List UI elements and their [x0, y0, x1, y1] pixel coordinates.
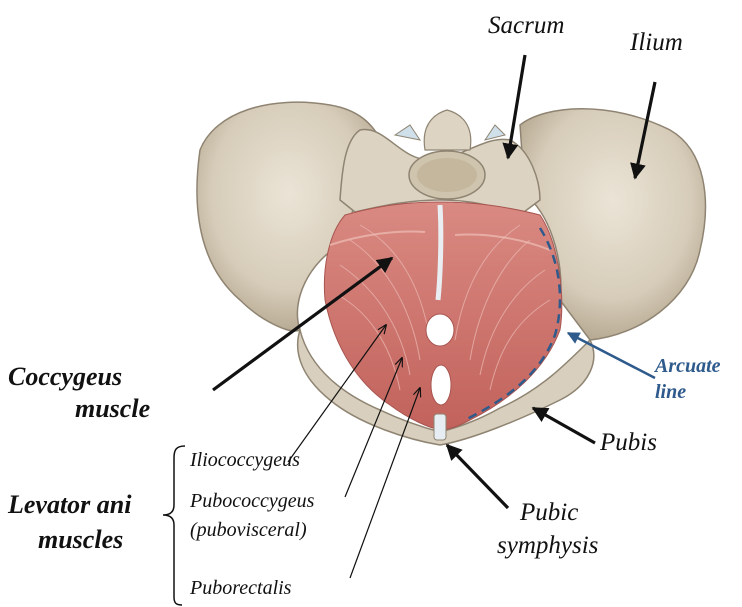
pubic-symphysis-arrow: [447, 445, 508, 508]
coccygeus-label-line1: Coccygeus: [8, 362, 122, 391]
vaginal-opening: [431, 365, 451, 405]
pubococcygeus-label-line2: (pubovisceral): [190, 519, 307, 541]
coccygeus-label-line2: muscle: [75, 394, 150, 423]
levator-label-line1: Levator ani: [7, 490, 132, 519]
puborectalis-label: Puborectalis: [189, 577, 292, 599]
pubic-symphysis: [434, 414, 446, 440]
urethral-opening: [426, 314, 454, 346]
pubic-symphysis-label-line2: symphysis: [497, 532, 598, 559]
levator-label-line2: muscles: [38, 525, 123, 554]
ilium-label: Ilium: [629, 29, 683, 56]
sacrum-label: Sacrum: [488, 12, 564, 39]
pubic-symphysis-label-line1: Pubic: [519, 499, 578, 526]
arcuate-label-line2: line: [655, 381, 686, 403]
iliococcygeus-label: Iliococcygeus: [189, 449, 300, 471]
pubococcygeus-label-line1: Pubococcygeus: [189, 490, 315, 512]
central-raphe: [438, 205, 441, 300]
pubis-arrow: [533, 408, 595, 443]
arcuate-label-line1: Arcuate: [653, 355, 721, 377]
vertebral-process: [424, 110, 471, 150]
pubis-label: Pubis: [599, 429, 657, 456]
levator-brace: [163, 446, 185, 605]
